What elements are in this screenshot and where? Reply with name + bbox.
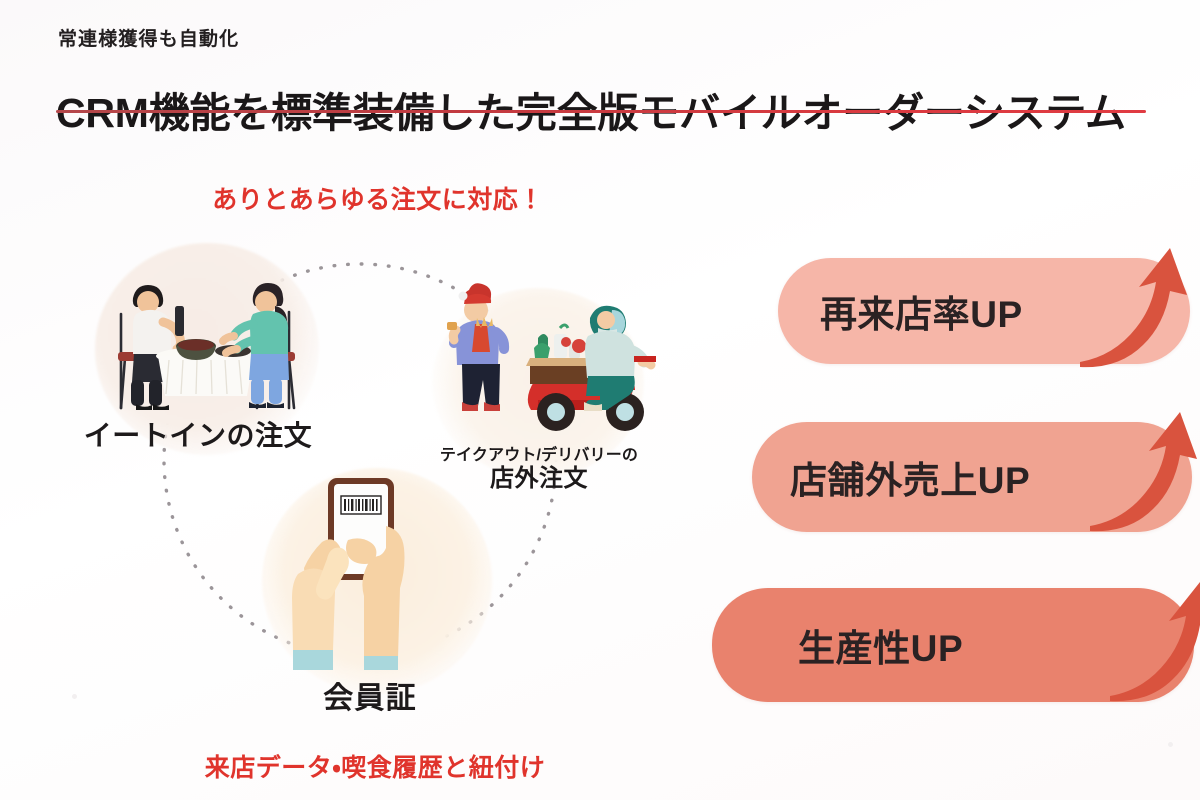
node-label-eat-in: イートインの注文 <box>83 420 313 451</box>
kicker-text: 常連様獲得も自動化 <box>58 29 240 50</box>
two-diners-at-table-illustration <box>118 283 296 410</box>
node-label-membership-card: 会員証 <box>323 682 417 715</box>
benefit-label: 再来店率UP <box>820 294 1023 335</box>
node-label-takeout-main: 店外注文 <box>490 465 588 493</box>
benefit-badge-productivity[interactable]: 生産性UP <box>712 588 1194 702</box>
diagram-top-caption: ありとあらゆる注文に対応！ <box>212 186 544 214</box>
decorative-speckle <box>1168 742 1173 747</box>
diagram-bottom-caption: 来店データ・喫食履歴と紐付け <box>204 754 546 782</box>
decorative-speckle <box>72 694 77 699</box>
benefit-badge-repeat-visit[interactable]: 再来店率UP <box>778 258 1190 364</box>
node-label-takeout-delivery: テイクアウト/デリバリーの 店外注文 <box>408 447 670 494</box>
benefit-label: 店舗外売上UP <box>790 460 1031 501</box>
benefit-label: 生産性UP <box>798 628 964 669</box>
benefit-badge-offsite-sales[interactable]: 店舗外売上UP <box>752 422 1192 532</box>
title-divider <box>56 110 1146 113</box>
hand-holding-phone-barcode-illustration <box>292 478 405 670</box>
node-label-takeout-sub: テイクアウト/デリバリーの <box>439 447 639 464</box>
takeout-customer-and-delivery-scooter-illustration <box>447 283 656 431</box>
page-title: CRM機能を標準装備した完全版モバイルオーダーシステム <box>56 90 1126 137</box>
